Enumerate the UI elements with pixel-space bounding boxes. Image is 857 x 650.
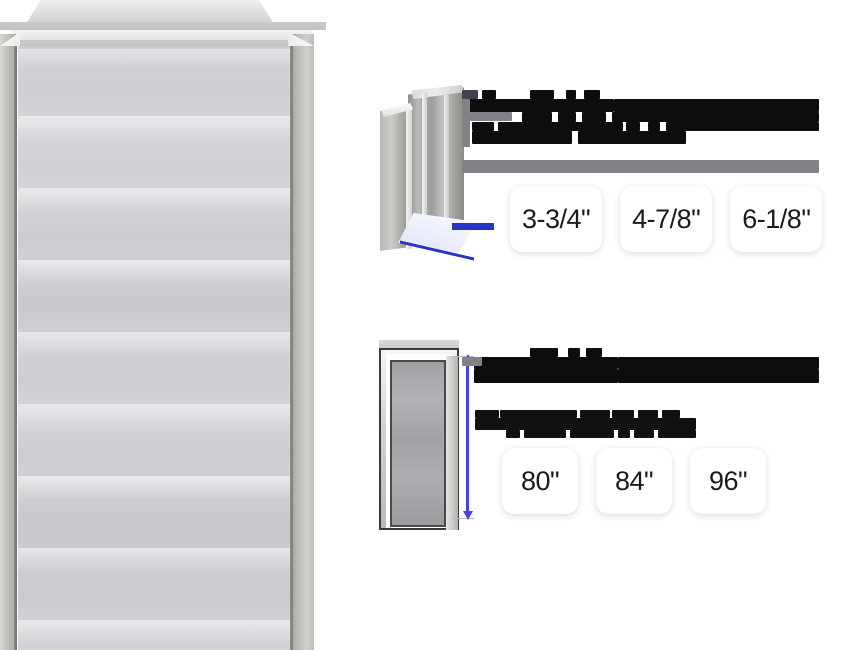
door-elev-slab <box>390 360 446 527</box>
jamb-left <box>0 34 16 650</box>
jamb-depth-measure-bar-icon <box>452 223 494 230</box>
jamb-depth-option-row: 3-3/4" 4-7/8" 6-1/8" <box>510 186 823 252</box>
jamb-left-bevel <box>14 36 17 650</box>
option-door-height-2[interactable]: 96" <box>690 448 766 514</box>
options-panel: 3-3/4" 4-7/8" 6-1/8" <box>326 0 857 650</box>
option-jamb-depth-1[interactable]: 4-7/8" <box>620 186 713 252</box>
photo-header-panel <box>26 0 274 24</box>
jamb-profile-thumbnail <box>370 85 494 261</box>
casing-head <box>12 30 312 42</box>
door-elev-outline <box>379 348 459 530</box>
product-photo <box>0 0 326 650</box>
arrow-shaft <box>466 360 469 514</box>
option-door-height-1[interactable]: 84" <box>596 448 672 514</box>
option-jamb-depth-2[interactable]: 6-1/8" <box>730 186 823 252</box>
jamb-right <box>292 34 314 650</box>
jamb-depth-subheading-redacted <box>462 148 822 182</box>
jamb-depth-heading-redacted <box>462 90 822 148</box>
door-height-thumbnail <box>374 340 474 530</box>
door-height-subheading-redacted <box>462 406 822 440</box>
door-height-heading-redacted <box>462 348 822 406</box>
door-height-option-row: 80" 84" 96" <box>502 448 766 514</box>
door-casing <box>0 30 326 650</box>
jamb-profile-rib-b <box>444 94 449 238</box>
casing-head-shadow <box>16 40 308 46</box>
jamb-depth-text-block <box>462 90 822 182</box>
option-door-height-0[interactable]: 80" <box>502 448 578 514</box>
door-slab <box>18 44 292 650</box>
arrow-head-down-icon <box>462 511 473 520</box>
door-elev-jamb-face <box>446 356 458 530</box>
jamb-right-bevel <box>290 36 293 650</box>
option-jamb-depth-0[interactable]: 3-3/4" <box>510 186 603 252</box>
section-door-height: 80" 84" 96" <box>326 340 857 545</box>
section-jamb-depth: 3-3/4" 4-7/8" 6-1/8" <box>326 85 857 270</box>
door-slab-topline <box>18 44 292 49</box>
door-height-text-block <box>462 348 822 440</box>
